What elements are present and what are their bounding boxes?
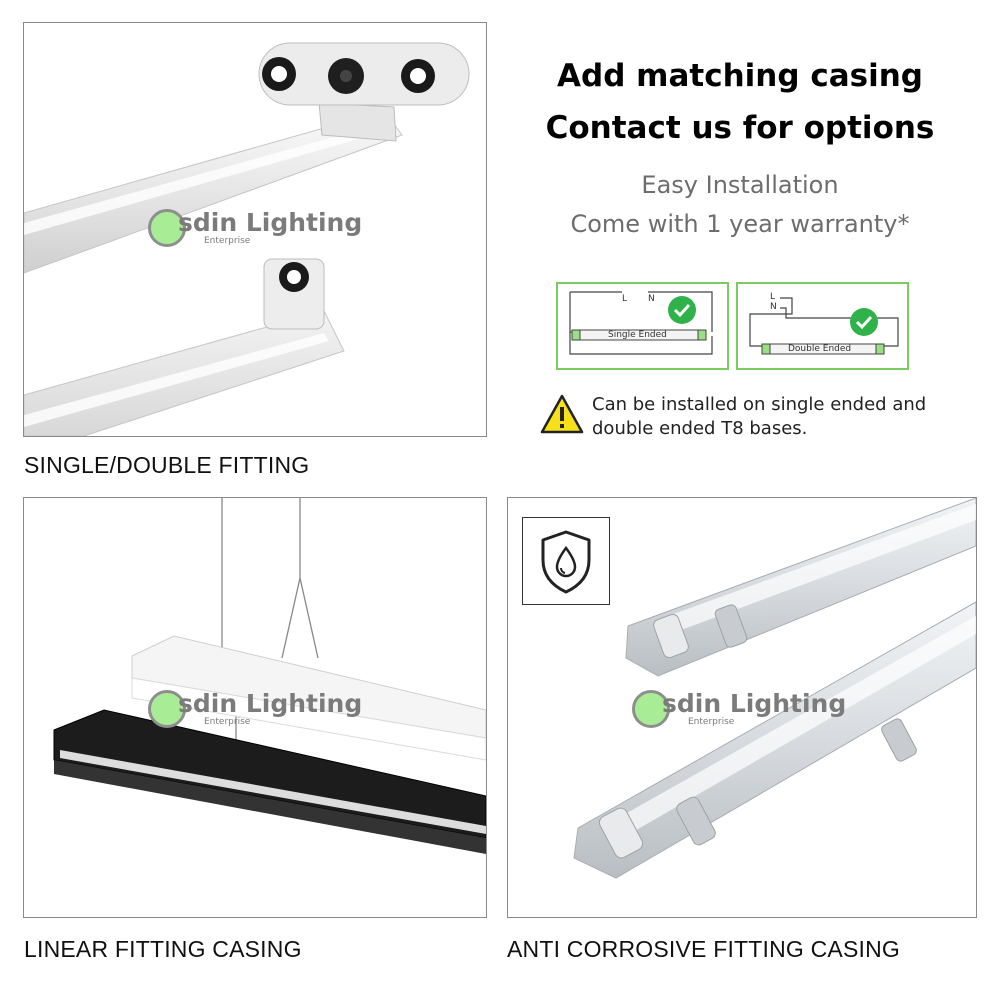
headline-line-1: Add matching casing [557,58,923,94]
neutral-label: N [770,302,777,312]
single-double-fitting-image: sdin Lighting Enterprise [23,22,487,437]
single-ended-label: Single Ended [608,330,667,340]
live-label: L [622,294,628,304]
caption-anti-corrosive-fitting: ANTI CORROSIVE FITTING CASING [507,936,900,962]
single-ended-wiring-diagram: L N Single Ended [556,282,729,370]
feature-warranty: Come with 1 year warranty* [570,210,910,238]
live-label: L [770,292,776,302]
caption-linear-fitting: LINEAR FITTING CASING [24,936,302,962]
double-ended-wiring-diagram: L N Double Ended [736,282,909,370]
headline-line-2: Contact us for options [545,110,935,146]
linear-fitting-illustration [53,498,486,854]
warning-text: Can be installed on single ended and dou… [592,394,927,439]
double-ended-label: Double Ended [788,344,852,354]
waterproof-badge [522,517,610,605]
water-drop-shield-icon [541,530,591,594]
check-circle-icon [668,296,696,324]
fitting-illustration [24,42,470,436]
warning-triangle-icon [540,394,584,434]
anti-corrosive-illustration [573,498,976,879]
check-circle-icon [850,308,878,336]
caption-single-double-fitting: SINGLE/DOUBLE FITTING [24,452,310,478]
feature-easy-installation: Easy Installation [641,171,839,199]
neutral-label: N [648,294,655,304]
linear-fitting-image: sdin Lighting Enterprise [23,497,487,918]
